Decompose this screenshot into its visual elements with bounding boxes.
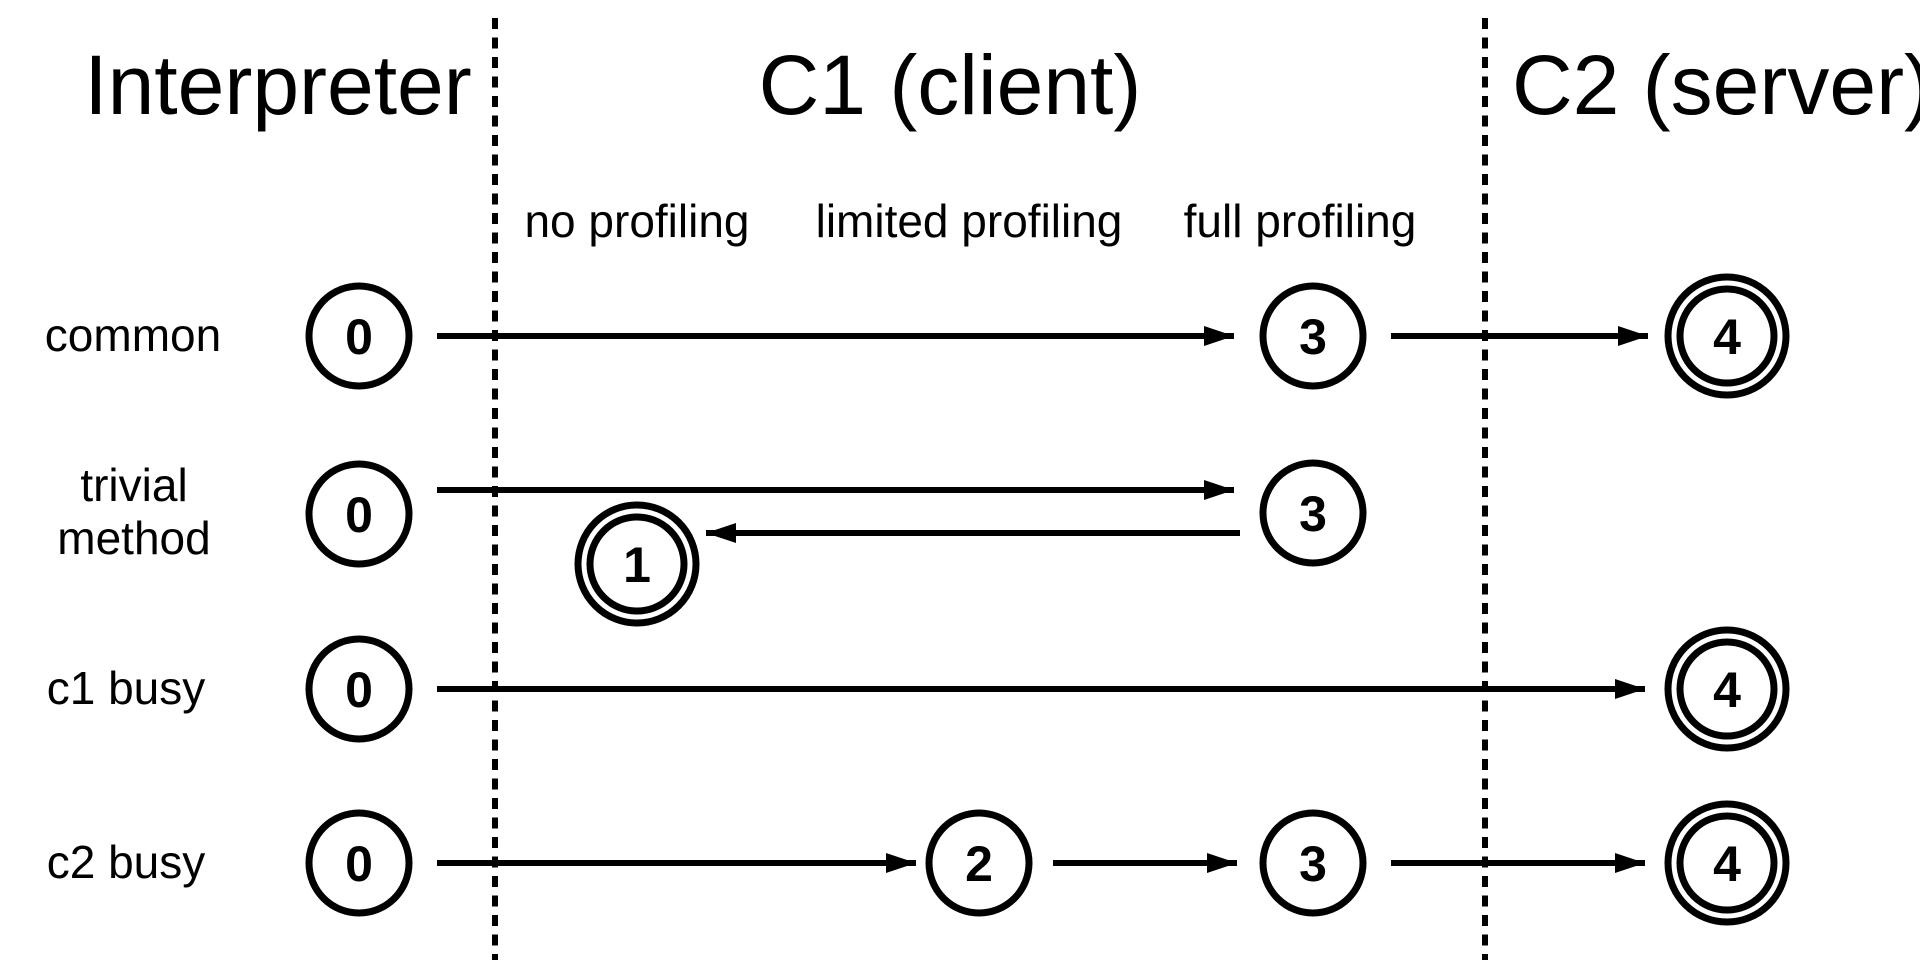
node-level-value: 3 (1299, 309, 1327, 365)
level-node-trivial-method-1: 1 (574, 501, 700, 627)
node-circle (1676, 638, 1778, 740)
node-level-value: 0 (345, 487, 373, 543)
level-node-common-4: 4 (1664, 273, 1790, 399)
level-node-c1-busy-4: 4 (1664, 626, 1790, 752)
column-title-1: Interpreter (84, 38, 472, 132)
node-circle (925, 809, 1033, 917)
phase-label-3: full profiling (1184, 195, 1417, 247)
node-circle (305, 460, 413, 568)
node-level-value: 0 (345, 662, 373, 718)
column-title-2: C1 (client) (759, 38, 1142, 132)
node-outer-ring (1664, 273, 1790, 399)
node-level-value: 2 (965, 836, 993, 892)
row-label-trivial-method-line2: method (57, 512, 210, 564)
node-circle (586, 513, 688, 615)
phase-label-2: limited profiling (816, 195, 1123, 247)
node-level-value: 4 (1713, 309, 1741, 365)
level-node-c2-busy-2: 2 (925, 809, 1033, 917)
level-node-c2-busy-0: 0 (305, 809, 413, 917)
node-circle (1259, 282, 1367, 390)
node-circle (1676, 285, 1778, 387)
label-layer: Interpreter C1 (client) C2 (server) no prof… (45, 38, 1920, 888)
node-level-value: 0 (345, 309, 373, 365)
node-circle (1259, 809, 1367, 917)
row-label-trivial-method-line1: trivial (80, 459, 187, 511)
node-circle (305, 809, 413, 917)
node-level-value: 3 (1299, 486, 1327, 542)
node-level-value: 1 (623, 537, 651, 593)
node-outer-ring (1664, 626, 1790, 752)
column-title-3: C2 (server) (1512, 38, 1920, 132)
transition-arrow-layer (437, 326, 1648, 873)
phase-label-1: no profiling (524, 195, 749, 247)
level-node-c2-busy-3: 3 (1259, 809, 1367, 917)
row-label-common: common (45, 309, 221, 361)
node-level-value: 4 (1713, 836, 1741, 892)
level-node-common-3: 3 (1259, 282, 1367, 390)
node-outer-ring (574, 501, 700, 627)
row-label-c2-busy: c2 busy (47, 836, 206, 888)
level-node-c1-busy-0: 0 (305, 635, 413, 743)
node-circle (305, 635, 413, 743)
node-circle (1676, 812, 1778, 914)
node-circle (305, 282, 413, 390)
level-node-c2-busy-4: 4 (1664, 800, 1790, 926)
level-node-common-0: 0 (305, 282, 413, 390)
node-outer-ring (1664, 800, 1790, 926)
row-label-c1-busy: c1 busy (47, 662, 206, 714)
node-level-value: 0 (345, 836, 373, 892)
level-node-trivial-method-3: 3 (1259, 459, 1367, 567)
node-level-value: 4 (1713, 662, 1741, 718)
level-node-layer: 0 3 4 0 3 1 0 4 0 2 3 4 (305, 273, 1790, 926)
level-node-trivial-method-0: 0 (305, 460, 413, 568)
node-circle (1259, 459, 1367, 567)
node-level-value: 3 (1299, 836, 1327, 892)
